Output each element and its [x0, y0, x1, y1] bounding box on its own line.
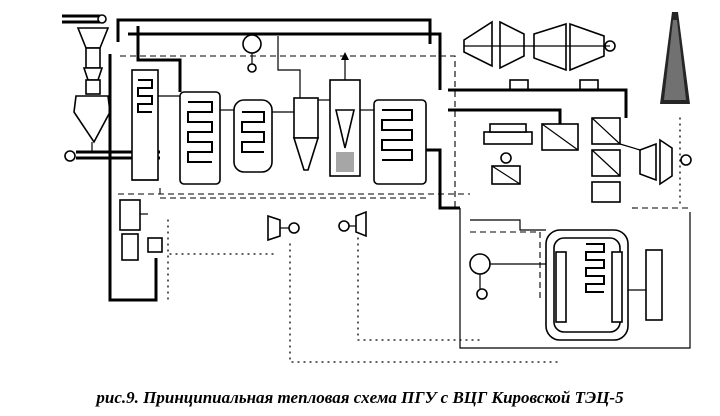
- gas-heater: [373, 99, 427, 185]
- steam-turbine: [463, 20, 616, 91]
- piping-right: [448, 88, 691, 349]
- feedwater-lines: [167, 117, 681, 363]
- chimney: [660, 12, 690, 104]
- coal-conveyor: [62, 14, 107, 24]
- gas-turbine: [639, 138, 692, 186]
- steam-generator: [545, 229, 629, 341]
- expander-turbine: [267, 214, 300, 242]
- scrubber: [329, 52, 361, 177]
- thermal-scheme-diagram: [62, 12, 692, 363]
- hrsg-drum: [469, 253, 491, 300]
- heat-recovery-boiler: [591, 117, 621, 203]
- feedwater-heater: [491, 123, 579, 185]
- superheater-column: [645, 249, 663, 321]
- gasifier: [131, 69, 159, 181]
- cyclone: [292, 97, 320, 171]
- piping-main: [108, 18, 470, 302]
- booster-compressor: [338, 210, 367, 238]
- gas-cooler-1: [179, 91, 221, 185]
- figure-caption: рис.9. Принципиальная тепловая схема ПГУ…: [96, 388, 624, 407]
- drum-separator: [242, 34, 262, 73]
- gas-cooler-2: [233, 99, 273, 173]
- deaerator: [483, 123, 533, 164]
- air-separation-unit: [119, 199, 163, 261]
- coal-bunker: [76, 27, 110, 95]
